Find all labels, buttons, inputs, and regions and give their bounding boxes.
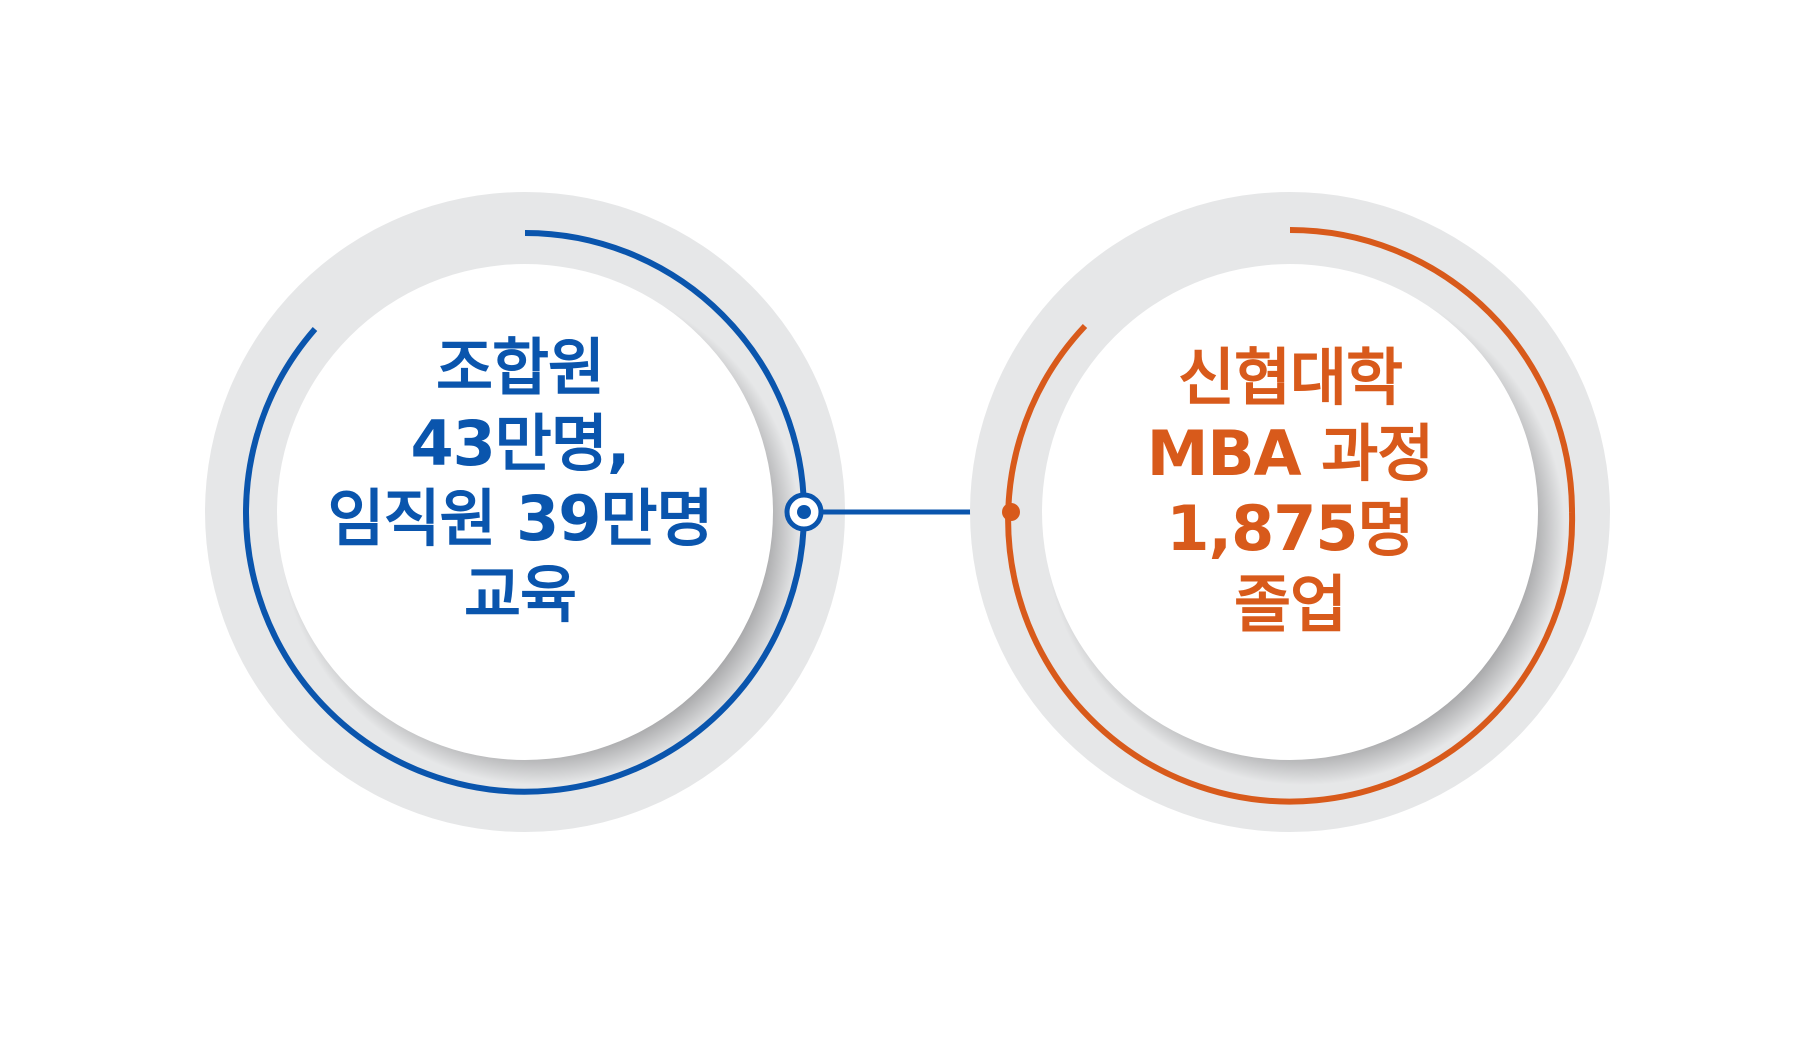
left-node <box>205 192 845 832</box>
right-arc-upper <box>1289 227 1575 513</box>
right-circle-label: 신협대학 MBA 과정 1,875명 졸업 <box>1030 340 1550 643</box>
right-label-line-2: MBA 과정 <box>1146 416 1435 490</box>
left-arc-lower <box>243 327 808 795</box>
right-connector-dot <box>1002 503 1020 521</box>
right-label-line-4: 졸업 <box>1233 567 1347 641</box>
right-label-line-3: 1,875명 <box>1166 492 1414 566</box>
left-arc-upper <box>524 230 807 513</box>
right-inner-circle <box>1042 264 1538 760</box>
left-circle-label: 조합원 43만명, 임직원 39만명 교육 <box>260 330 780 633</box>
left-inner-circle <box>277 264 773 760</box>
right-node <box>970 192 1610 832</box>
right-arc-lower <box>1005 323 1576 805</box>
left-connector-node <box>784 492 824 532</box>
left-label-line-1: 조합원 <box>435 331 605 404</box>
left-label-line-2: 43만명, <box>410 406 631 480</box>
left-label-line-4: 교육 <box>463 557 577 631</box>
left-node-dot <box>797 505 811 519</box>
right-label-line-1: 신협대학 <box>1177 341 1403 414</box>
left-label-line-3: 임직원 39만명 <box>327 482 713 556</box>
